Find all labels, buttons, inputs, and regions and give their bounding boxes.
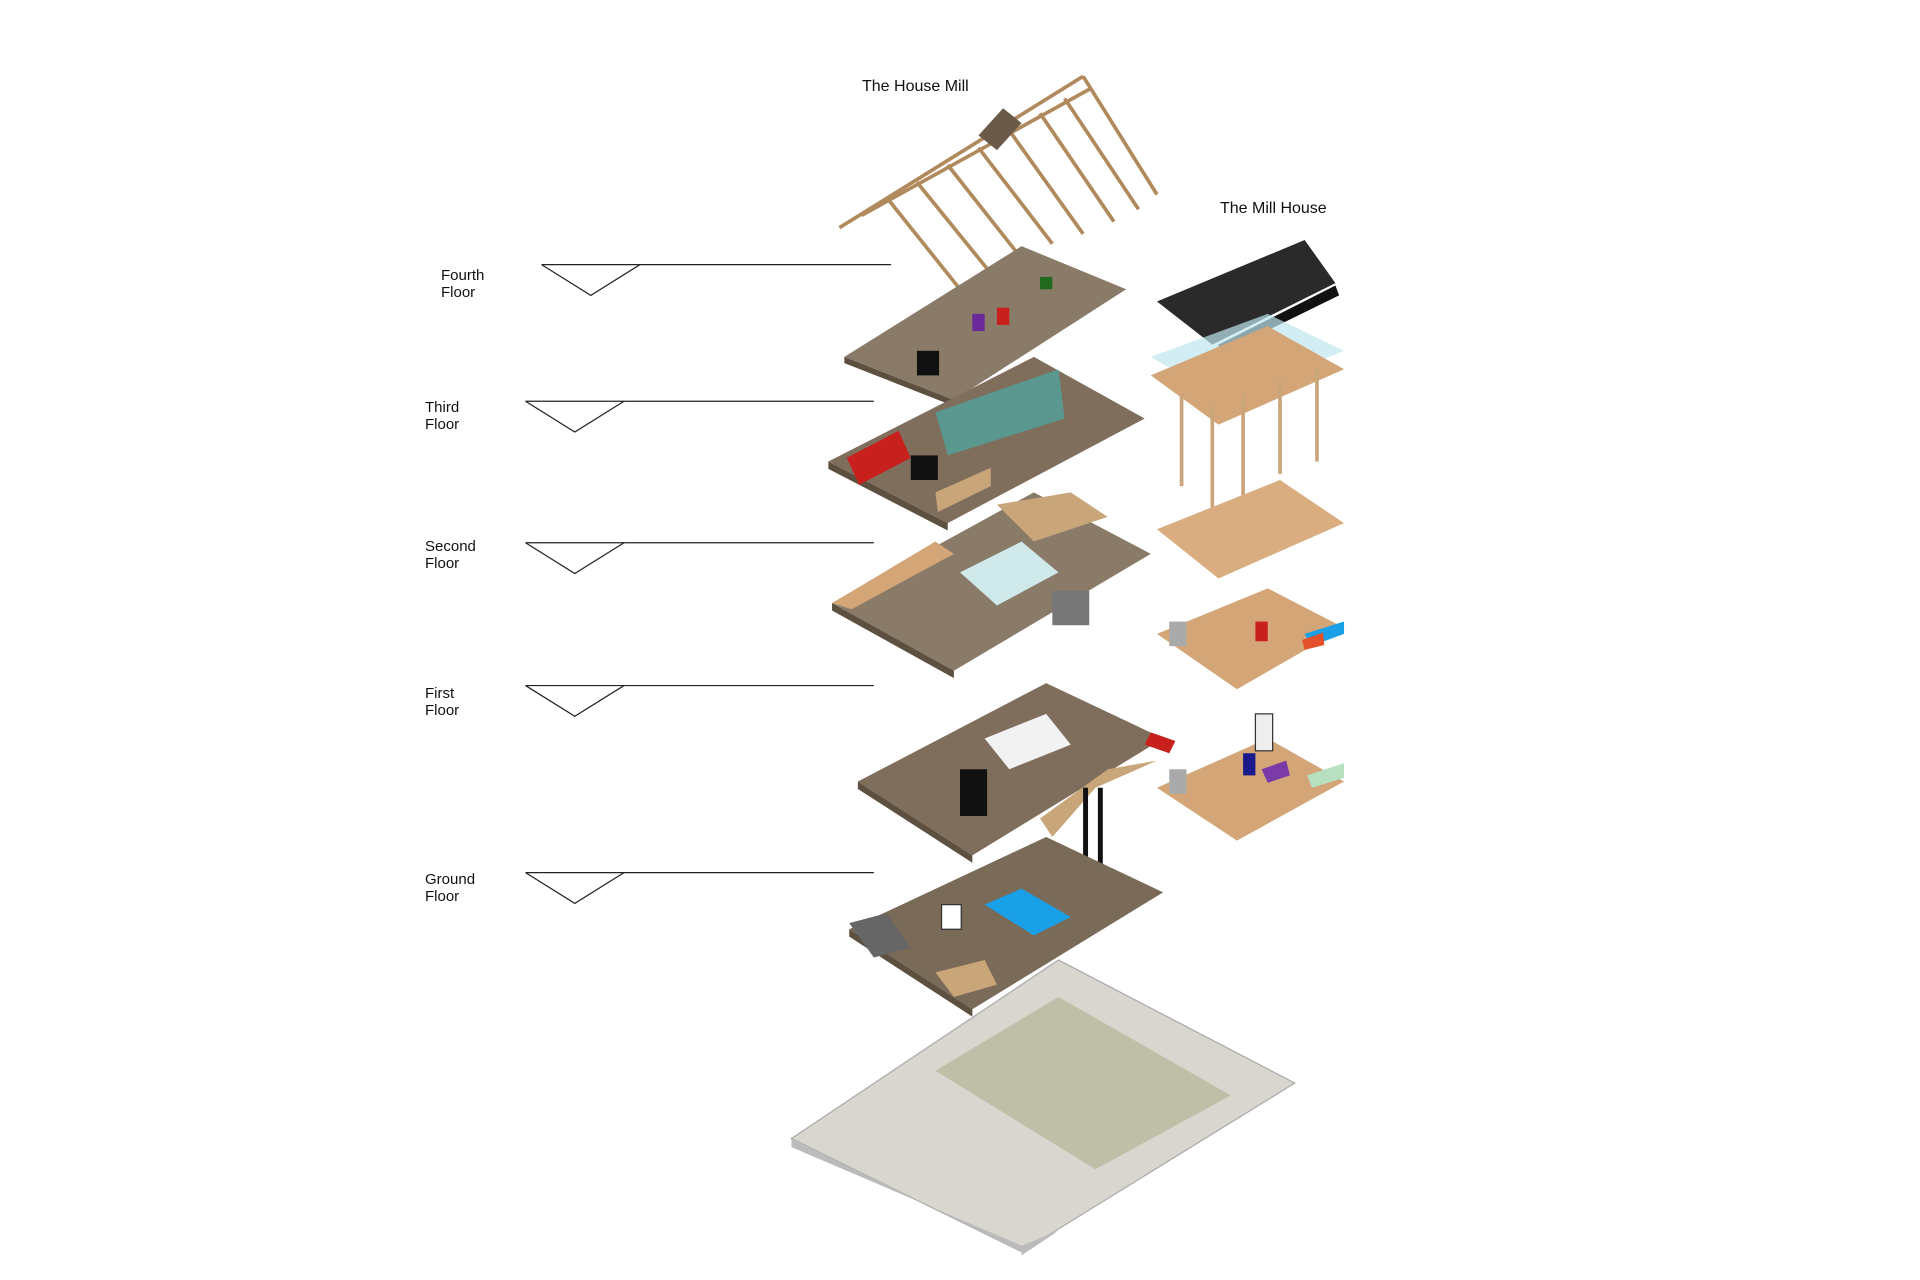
level-marker-ground [525,872,874,905]
level-label-line: Floor [441,284,476,301]
level-label-third: Third Floor [425,399,459,433]
level-label-line: Second [425,538,476,555]
house-mill-fourth-floor [844,246,1127,407]
level-marker-second [525,542,874,575]
mill-house-title: The Mill House [1220,200,1327,217]
level-marker-fourth [541,264,892,297]
house-mill-title: The House Mill [862,78,969,95]
level-label-line: Floor [425,888,460,905]
level-label-second: Second Floor [425,538,476,572]
mill-house-first-floor [1156,588,1345,690]
level-label-line: Floor [425,555,460,572]
level-label-line: Third [425,399,460,416]
mill-house-upper-floor [1150,313,1345,579]
house-mill-second-floor [832,492,1151,679]
level-label-ground: Ground Floor [425,871,475,905]
level-label-first: First Floor [425,685,459,719]
level-label-line: Ground [425,871,476,888]
level-marker-first [525,684,874,718]
level-markers [525,264,892,905]
house-mill-first-floor [857,683,1176,874]
house-mill-roof-structure [838,74,1159,291]
level-label-fourth: Fourth Floor [441,267,484,301]
house-mill-ground-floor [849,836,1164,1017]
level-label-line: Fourth [441,267,485,284]
site-base [790,959,1297,1256]
level-label-line: Floor [425,416,460,433]
level-label-line: First [425,685,455,702]
level-marker-third [525,400,874,433]
level-label-line: Floor [425,702,460,719]
mill-house-ground-floor [1156,713,1345,841]
house-mill-third-floor [828,356,1145,531]
